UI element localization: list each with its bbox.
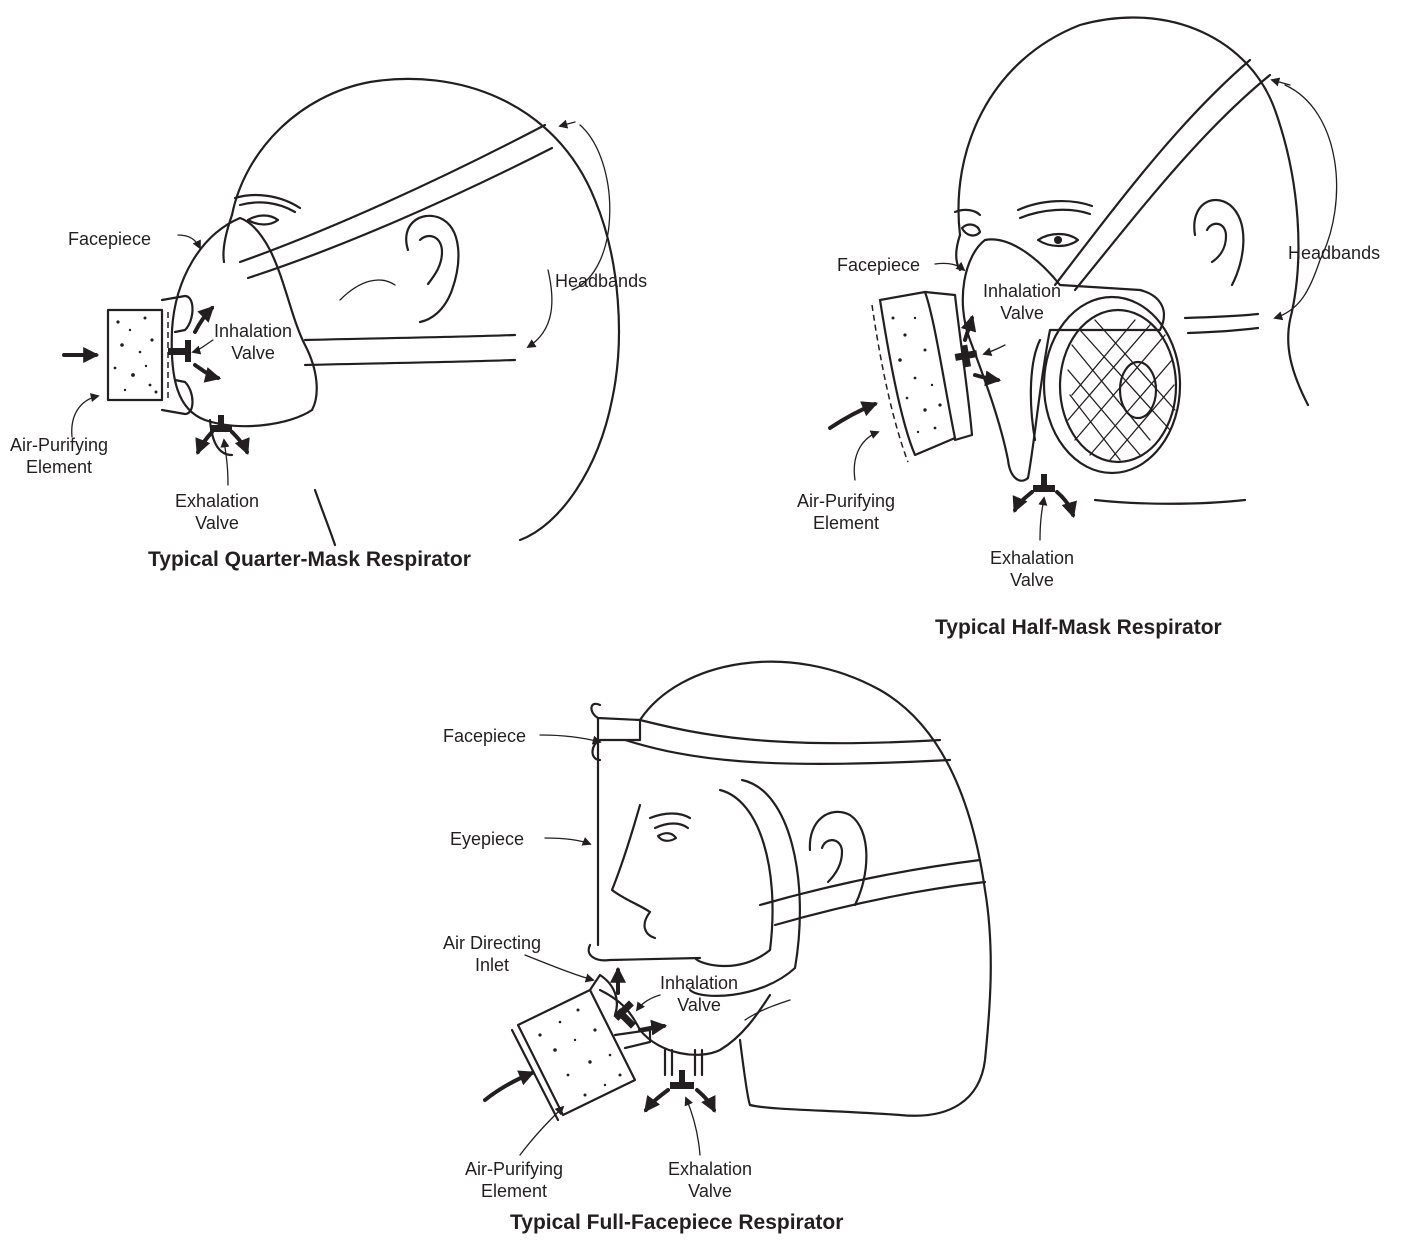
half-exhalation-valve-label: Exhalation Valve <box>990 547 1074 591</box>
quarter-inhalation-valve-label: Inhalation Valve <box>214 320 292 364</box>
quarter-mask-title: Typical Quarter-Mask Respirator <box>148 548 471 572</box>
half-right-cartridge <box>1044 297 1180 473</box>
full-inhalation-valve-label: Inhalation Valve <box>660 972 738 1016</box>
quarter-headband-top <box>240 125 545 262</box>
half-ear <box>1194 200 1243 285</box>
quarter-ear <box>406 216 458 322</box>
full-eyepiece-label: Eyepiece <box>450 828 524 850</box>
full-eyepiece <box>695 790 773 966</box>
full-air-purifying-element-label: Air-Purifying Element <box>465 1158 563 1202</box>
quarter-cartridge <box>108 310 162 400</box>
half-headband-bottom <box>1185 314 1258 318</box>
half-mask-drawing <box>830 18 1337 540</box>
half-headband-top <box>1055 60 1250 285</box>
full-air-directing-inlet-label: Air Directing Inlet <box>443 932 541 976</box>
full-facepiece-title: Typical Full-Facepiece Respirator <box>510 1211 843 1235</box>
full-ear <box>810 812 867 905</box>
half-head-outline <box>959 18 1309 405</box>
half-air-purifying-element-label: Air-Purifying Element <box>797 490 895 534</box>
half-inhalation-valve-label: Inhalation Valve <box>983 280 1061 324</box>
quarter-head-outline <box>232 79 619 540</box>
quarter-headband-bottom <box>305 335 515 340</box>
full-cartridge-speckle <box>538 1009 621 1097</box>
quarter-headbands-label: Headbands <box>555 270 647 292</box>
half-left-cartridge <box>880 292 955 455</box>
half-headbands-label: Headbands <box>1288 242 1380 264</box>
half-facepiece-label: Facepiece <box>837 254 920 276</box>
quarter-mask-drawing <box>64 79 619 545</box>
quarter-exhalation-valve-label: Exhalation Valve <box>175 490 259 534</box>
quarter-facepiece-label: Facepiece <box>68 228 151 250</box>
quarter-air-purifying-element-label: Air-Purifying Element <box>10 434 108 478</box>
quarter-cartridge-speckle <box>114 317 158 394</box>
full-headband <box>760 860 980 905</box>
full-facepiece-drawing <box>485 662 991 1155</box>
full-facepiece-label: Facepiece <box>443 725 526 747</box>
half-cartridge-speckle <box>892 317 942 434</box>
quarter-eye <box>235 195 300 208</box>
half-mask-title: Typical Half-Mask Respirator <box>935 616 1222 640</box>
full-exhalation-valve-label: Exhalation Valve <box>668 1158 752 1202</box>
